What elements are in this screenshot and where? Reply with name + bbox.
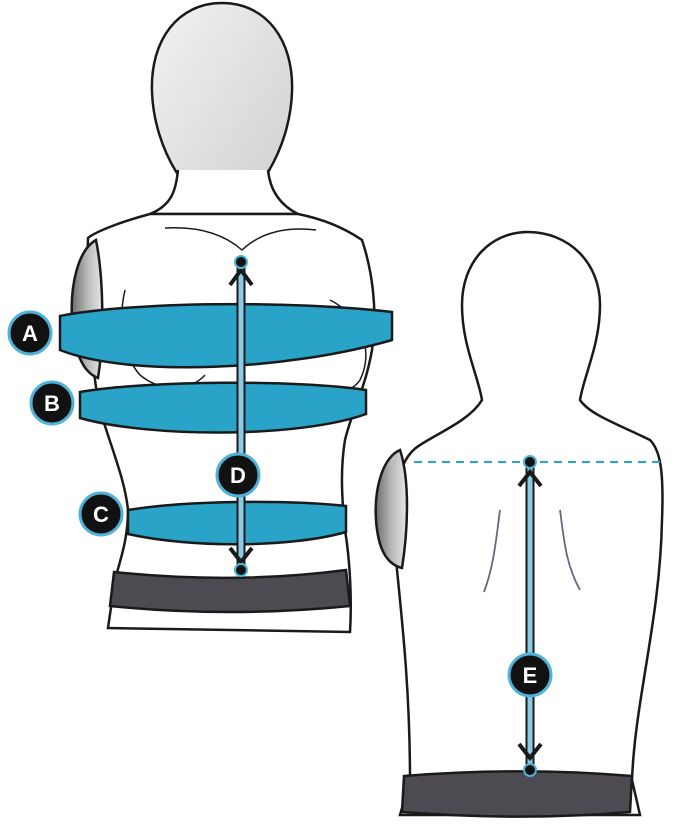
marker-d: D [217, 454, 259, 496]
marker-a: A [9, 312, 51, 354]
front-mannequin [60, 3, 392, 632]
marker-e: E [509, 654, 551, 696]
back-mannequin [376, 232, 663, 817]
back-arm-stump [376, 450, 407, 568]
back-belt [402, 772, 632, 817]
front-neck [150, 170, 298, 214]
marker-e-label: E [523, 663, 538, 688]
marker-c: C [80, 493, 122, 535]
marker-d-label: D [230, 463, 246, 488]
marker-c-label: C [93, 502, 109, 527]
marker-b-label: B [44, 391, 60, 416]
marker-b: B [31, 382, 73, 424]
marker-a-label: A [22, 321, 38, 346]
band-b [80, 383, 366, 433]
